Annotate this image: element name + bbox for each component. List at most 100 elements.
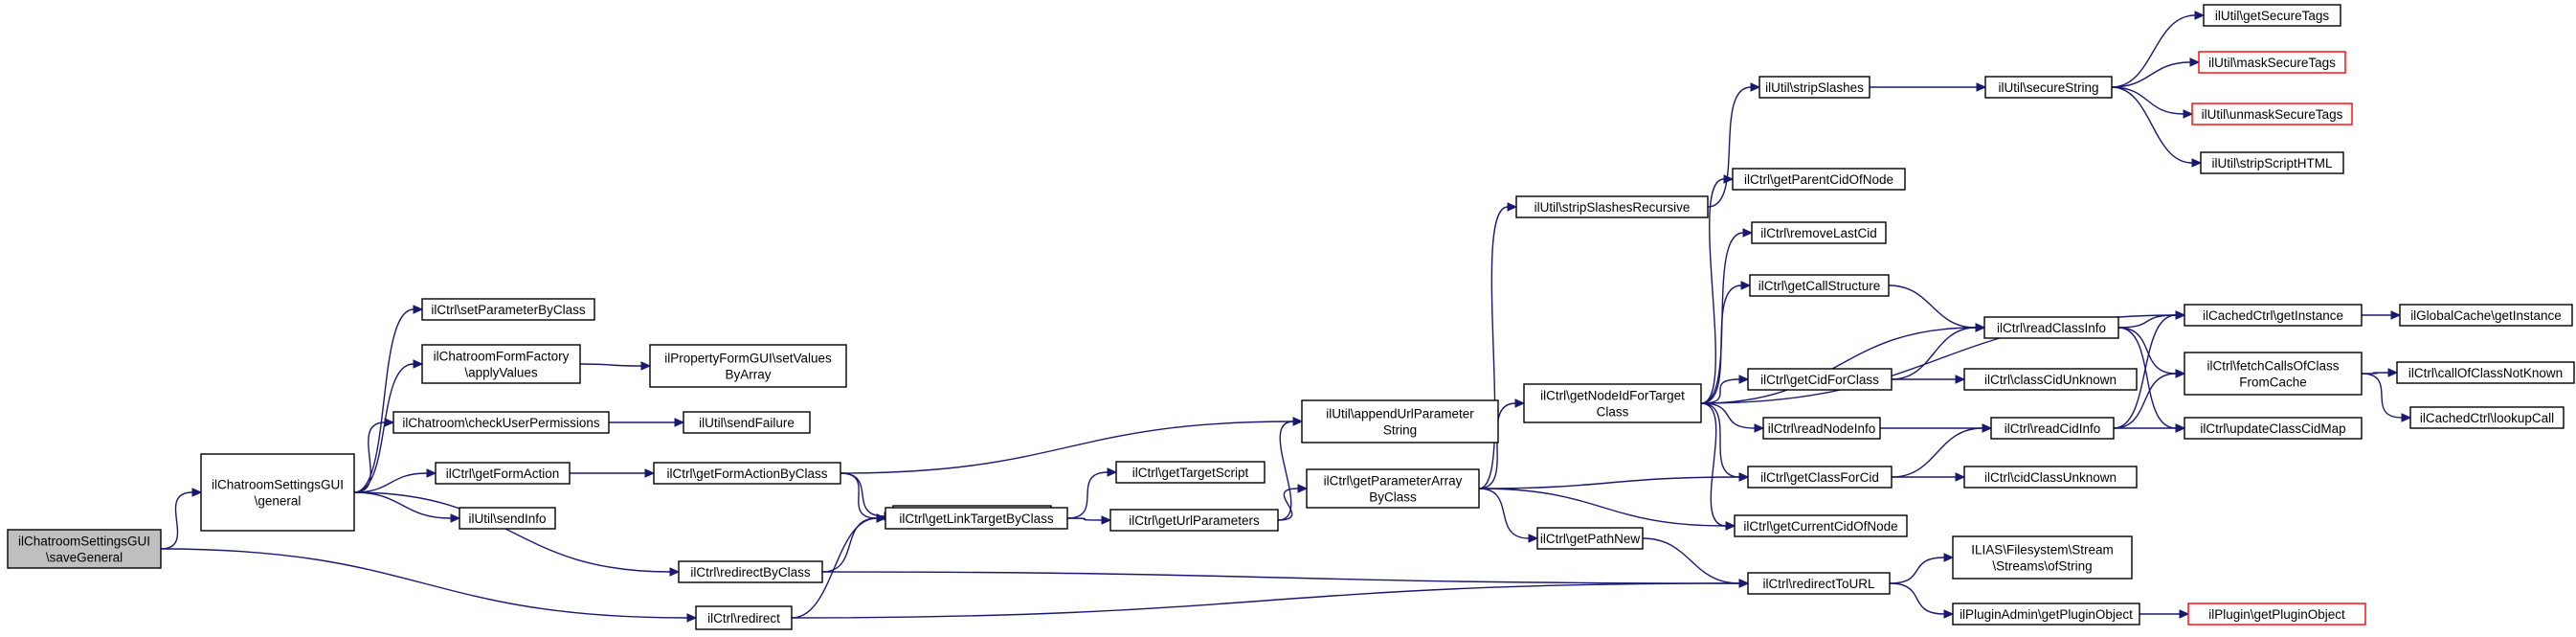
node-box [695, 605, 793, 630]
node-label: ilCtrl\getFormAction [446, 466, 560, 481]
node-box [1306, 468, 1480, 509]
node-stripSlashes[interactable]: ilUtil\stripSlashes [1758, 76, 1870, 99]
node-getLinkTargetByClass[interactable]: ilCtrl\getLinkTargetByClass [885, 507, 1068, 530]
node-secureString[interactable]: ilUtil\secureString [1984, 76, 2113, 99]
node-getCallStructure[interactable]: ilCtrl\getCallStructure [1749, 274, 1890, 297]
node-label: ilCtrl\getUrlParameters [1129, 513, 1260, 528]
node-getSecureTags[interactable]: ilUtil\getSecureTags [2203, 4, 2341, 27]
node-general[interactable]: ilChatroomSettingsGUI\general [200, 453, 355, 532]
node-maskSecureTags[interactable]: ilUtil\maskSecureTags [2198, 51, 2346, 74]
edge-getLinkTargetByClass-to-getTargetScript [1066, 467, 1118, 519]
node-label: ilChatroomSettingsGUI [18, 535, 150, 549]
edge-secureString-to-unmaskSecureTags [2111, 86, 2194, 119]
node-getFormActionByClass[interactable]: ilCtrl\getFormActionByClass [653, 462, 841, 485]
node-label: ilCtrl\getCurrentCidOfNode [1743, 519, 1897, 534]
node-box [1747, 466, 1893, 489]
edge-general-to-setParameterByClass [353, 305, 424, 493]
node-readClassInfo[interactable]: ilCtrl\readClassInfo [1983, 316, 2119, 339]
edge-redirect-to-redirectToURL [791, 579, 1750, 619]
node-box [459, 507, 556, 530]
node-getCurrentCidOfNode[interactable]: ilCtrl\getCurrentCidOfNode [1734, 514, 1908, 537]
edge-general-to-applyValues [353, 359, 424, 493]
node-removeLastCid[interactable]: ilCtrl\removeLastCid [1751, 221, 1887, 244]
node-label: ilChatroomFormFactory [434, 350, 570, 364]
node-saveGeneral[interactable]: ilChatroomSettingsGUI\saveGeneral [7, 529, 162, 569]
edge-redirectToURL-to-getPluginObjectAdmin [1889, 582, 1955, 619]
node-getUrlParameters[interactable]: ilCtrl\getUrlParameters [1109, 509, 1279, 532]
node-box [1762, 417, 1881, 440]
edge-getUrlParameters-to-getParameterArrayByClass [1277, 484, 1309, 521]
node-box [1984, 76, 2113, 99]
node-setParameterByClass[interactable]: ilCtrl\setParameterByClass [421, 298, 595, 321]
node-label: ilUtil\unmaskSecureTags [2202, 107, 2343, 122]
node-box [1963, 466, 2138, 489]
node-label: ilUtil\stripScriptHTML [2211, 156, 2333, 171]
node-readNodeInfo[interactable]: ilCtrl\readNodeInfo [1762, 417, 1881, 440]
edge-general-to-getFormAction [353, 468, 437, 493]
node-stripScriptHTML[interactable]: ilUtil\stripScriptHTML [2200, 151, 2344, 174]
node-getPathNew[interactable]: ilCtrl\getPathNew [1536, 527, 1644, 550]
node-getPluginObjectAdmin[interactable]: ilPluginAdmin\getPluginObject [1952, 603, 2140, 626]
edge-getNodeIdForTargetClass-to-getCurrentCidOfNode [1700, 402, 1736, 531]
node-box [1536, 527, 1644, 550]
node-label: ILIAS\Filesystem\Stream [1971, 543, 2114, 557]
node-label: \Streams\ofString [1992, 559, 2092, 574]
node-getFormAction[interactable]: ilCtrl\getFormAction [435, 462, 571, 485]
node-box [1734, 514, 1908, 537]
node-box [885, 507, 1068, 530]
node-getParentCidOfNode[interactable]: ilCtrl\getParentCidOfNode [1732, 168, 1906, 191]
node-stripSlashesRecursive[interactable]: ilUtil\stripSlashesRecursive [1515, 195, 1709, 218]
node-sendFailure[interactable]: ilUtil\sendFailure [683, 411, 811, 434]
node-updateClassCidMap[interactable]: ilCtrl\updateClassCidMap [2184, 417, 2363, 440]
edge-getFormAction-to-getFormActionByClass [570, 468, 656, 478]
node-cachedGetInstance[interactable]: ilCachedCtrl\getInstance [2184, 304, 2363, 327]
node-lookupCall[interactable]: ilCachedCtrl\lookupCall [2409, 406, 2565, 429]
node-box [1115, 461, 1266, 484]
edge-secureString-to-getSecureTags [2111, 11, 2206, 88]
node-applyValues[interactable]: ilChatroomFormFactory\applyValues [421, 344, 581, 384]
node-sendInfo[interactable]: ilUtil\sendInfo [459, 507, 556, 530]
node-unmaskSecureTags[interactable]: ilUtil\unmaskSecureTags [2191, 102, 2353, 125]
edge-getNodeIdForTargetClass-to-getCallStructure [1700, 281, 1752, 404]
node-label: ilCtrl\getClassForCid [1760, 470, 1879, 485]
node-getTargetScript[interactable]: ilCtrl\getTargetScript [1115, 461, 1266, 484]
node-getClassForCid[interactable]: ilCtrl\getClassForCid [1747, 466, 1893, 489]
edge-getNodeIdForTargetClass-to-readClassInfo [1700, 323, 1986, 404]
node-redirectToURL[interactable]: ilCtrl\redirectToURL [1747, 572, 1891, 595]
node-checkUserPermissions[interactable]: ilChatroom\checkUserPermissions [392, 411, 610, 434]
node-getPluginObject[interactable]: ilPlugin\getPluginObject [2187, 603, 2366, 626]
node-globalCacheGetInstance[interactable]: ilGlobalCache\getInstance [2399, 304, 2573, 327]
edge-cachedGetInstance-to-globalCacheGetInstance [2362, 310, 2402, 320]
node-label: ilCtrl\readClassInfo [1997, 321, 2106, 335]
node-box [1983, 316, 2119, 339]
node-box [2184, 304, 2363, 327]
node-label: ilCtrl\getLinkTargetByClass [899, 512, 1054, 526]
node-redirectByClass[interactable]: ilCtrl\redirectByClass [678, 560, 823, 583]
node-redirect[interactable]: ilCtrl\redirect [695, 605, 793, 630]
node-box [200, 453, 355, 532]
node-classCidUnknown[interactable]: ilCtrl\classCidUnknown [1963, 368, 2138, 391]
node-streamsOfString[interactable]: ILIAS\Filesystem\Stream \Streams\ofString [1952, 535, 2133, 580]
node-label: ilCtrl\getFormActionByClass [666, 466, 827, 481]
node-label: ilUtil\getSecureTags [2215, 9, 2330, 23]
node-box [2203, 4, 2341, 27]
node-cidClassUnknown[interactable]: ilCtrl\cidClassUnknown [1963, 466, 2138, 489]
node-callOfClassNotKnown[interactable]: ilCtrl\callOfClassNotKnown [2396, 361, 2575, 384]
node-label: ilChatroom\checkUserPermissions [402, 416, 600, 430]
node-label: ilCtrl\readCidInfo [2005, 421, 2101, 436]
edge-getCidForClass-to-readClassInfo [1891, 323, 1986, 380]
node-getCidForClass[interactable]: ilCtrl\getCidForClass [1747, 368, 1893, 391]
edge-saveGeneral-to-general [160, 488, 203, 550]
edge-redirectByClass-to-getLinkTargetByClass [821, 513, 887, 573]
node-readCidInfo[interactable]: ilCtrl\readCidInfo [1990, 417, 2115, 440]
node-label: ilCtrl\cidClassUnknown [1984, 470, 2117, 485]
edge-getPathNew-to-redirectToURL [1642, 537, 1750, 588]
node-label: ilPropertyFormGUI\setValues [664, 352, 832, 366]
node-box [1990, 417, 2115, 440]
edge-readCidInfo-to-updateClassCidMap [2114, 423, 2186, 433]
